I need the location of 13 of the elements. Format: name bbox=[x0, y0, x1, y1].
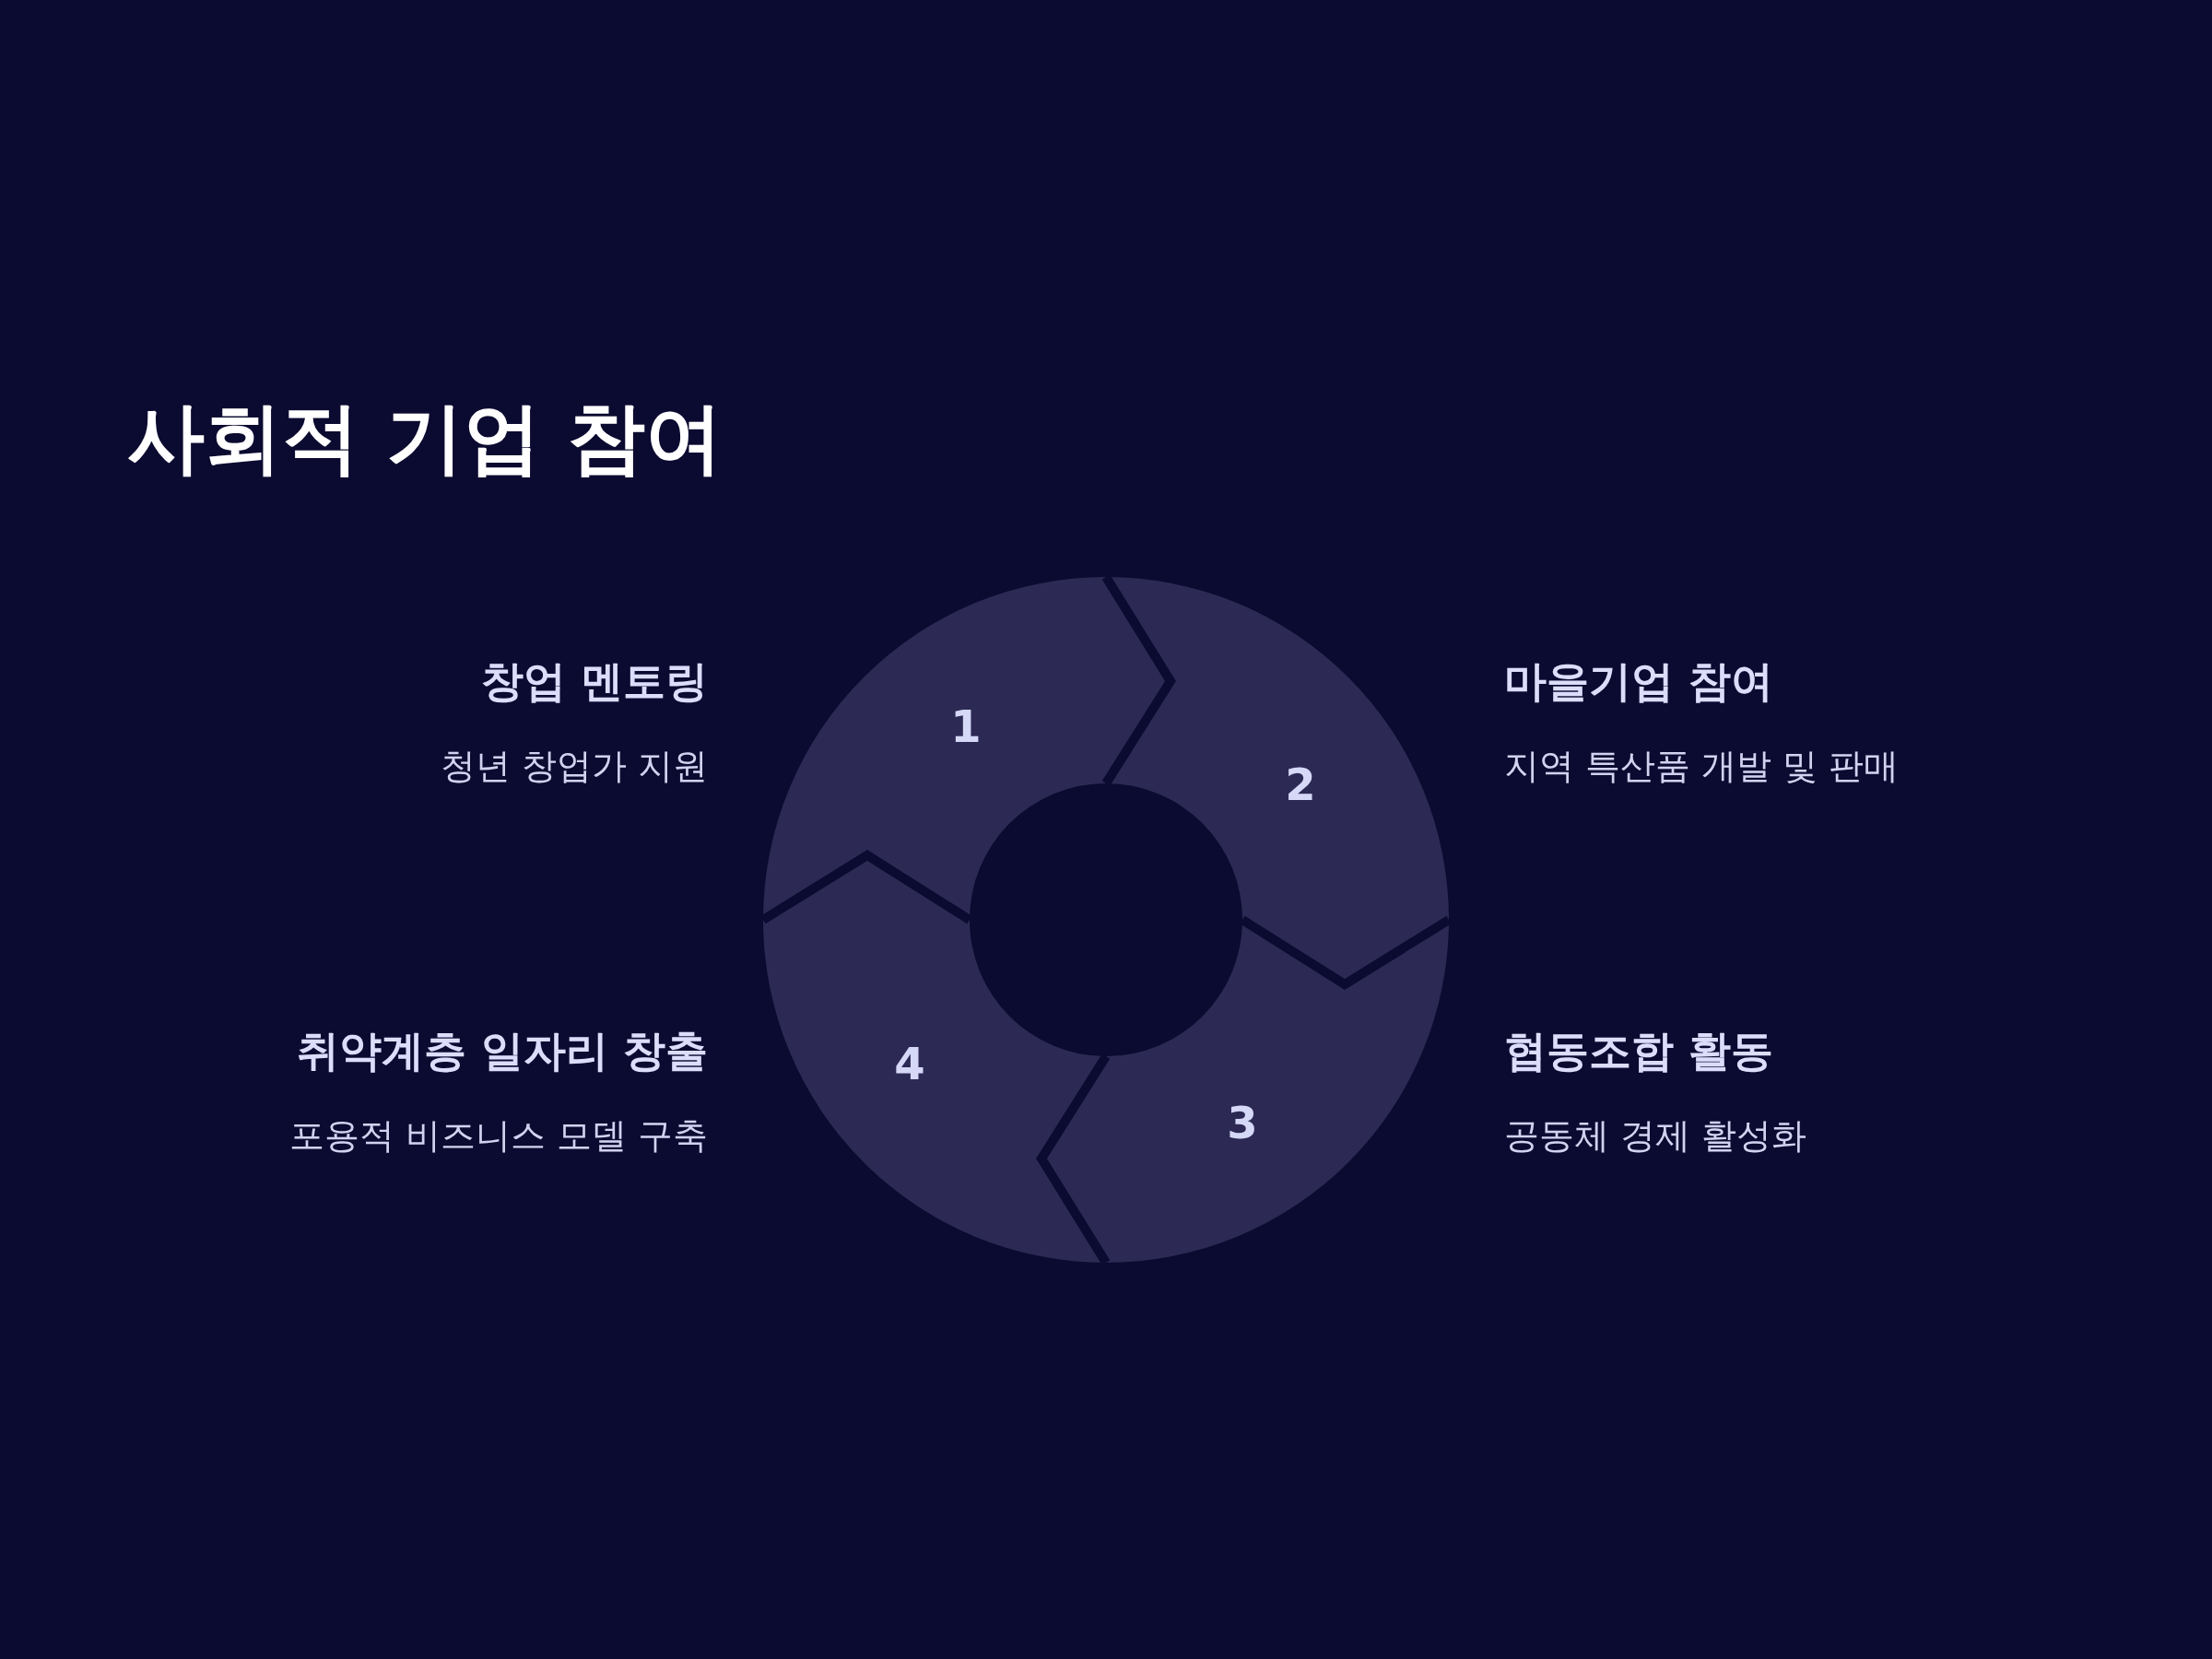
step-number: 2 bbox=[1285, 762, 1316, 806]
step-number: 3 bbox=[1227, 1100, 1258, 1145]
step-heading: 취약계층 일자리 창출 bbox=[296, 1026, 708, 1077]
step-heading: 창업 멘토링 bbox=[481, 656, 708, 708]
step-description: 청년 창업가 지원 bbox=[440, 746, 708, 788]
step-description: 포용적 비즈니스 모델 구축 bbox=[288, 1115, 708, 1158]
step-description: 지역 특산품 개발 및 판매 bbox=[1504, 746, 1900, 788]
step-number: 1 bbox=[950, 704, 982, 748]
title: 사회적 기업 참여 bbox=[127, 392, 724, 485]
step-heading: 협동조합 활동 bbox=[1504, 1026, 1773, 1077]
step-description: 공동체 경제 활성화 bbox=[1504, 1115, 1807, 1158]
step-heading: 마을기업 참여 bbox=[1504, 656, 1773, 708]
step-number: 4 bbox=[894, 1041, 925, 1086]
